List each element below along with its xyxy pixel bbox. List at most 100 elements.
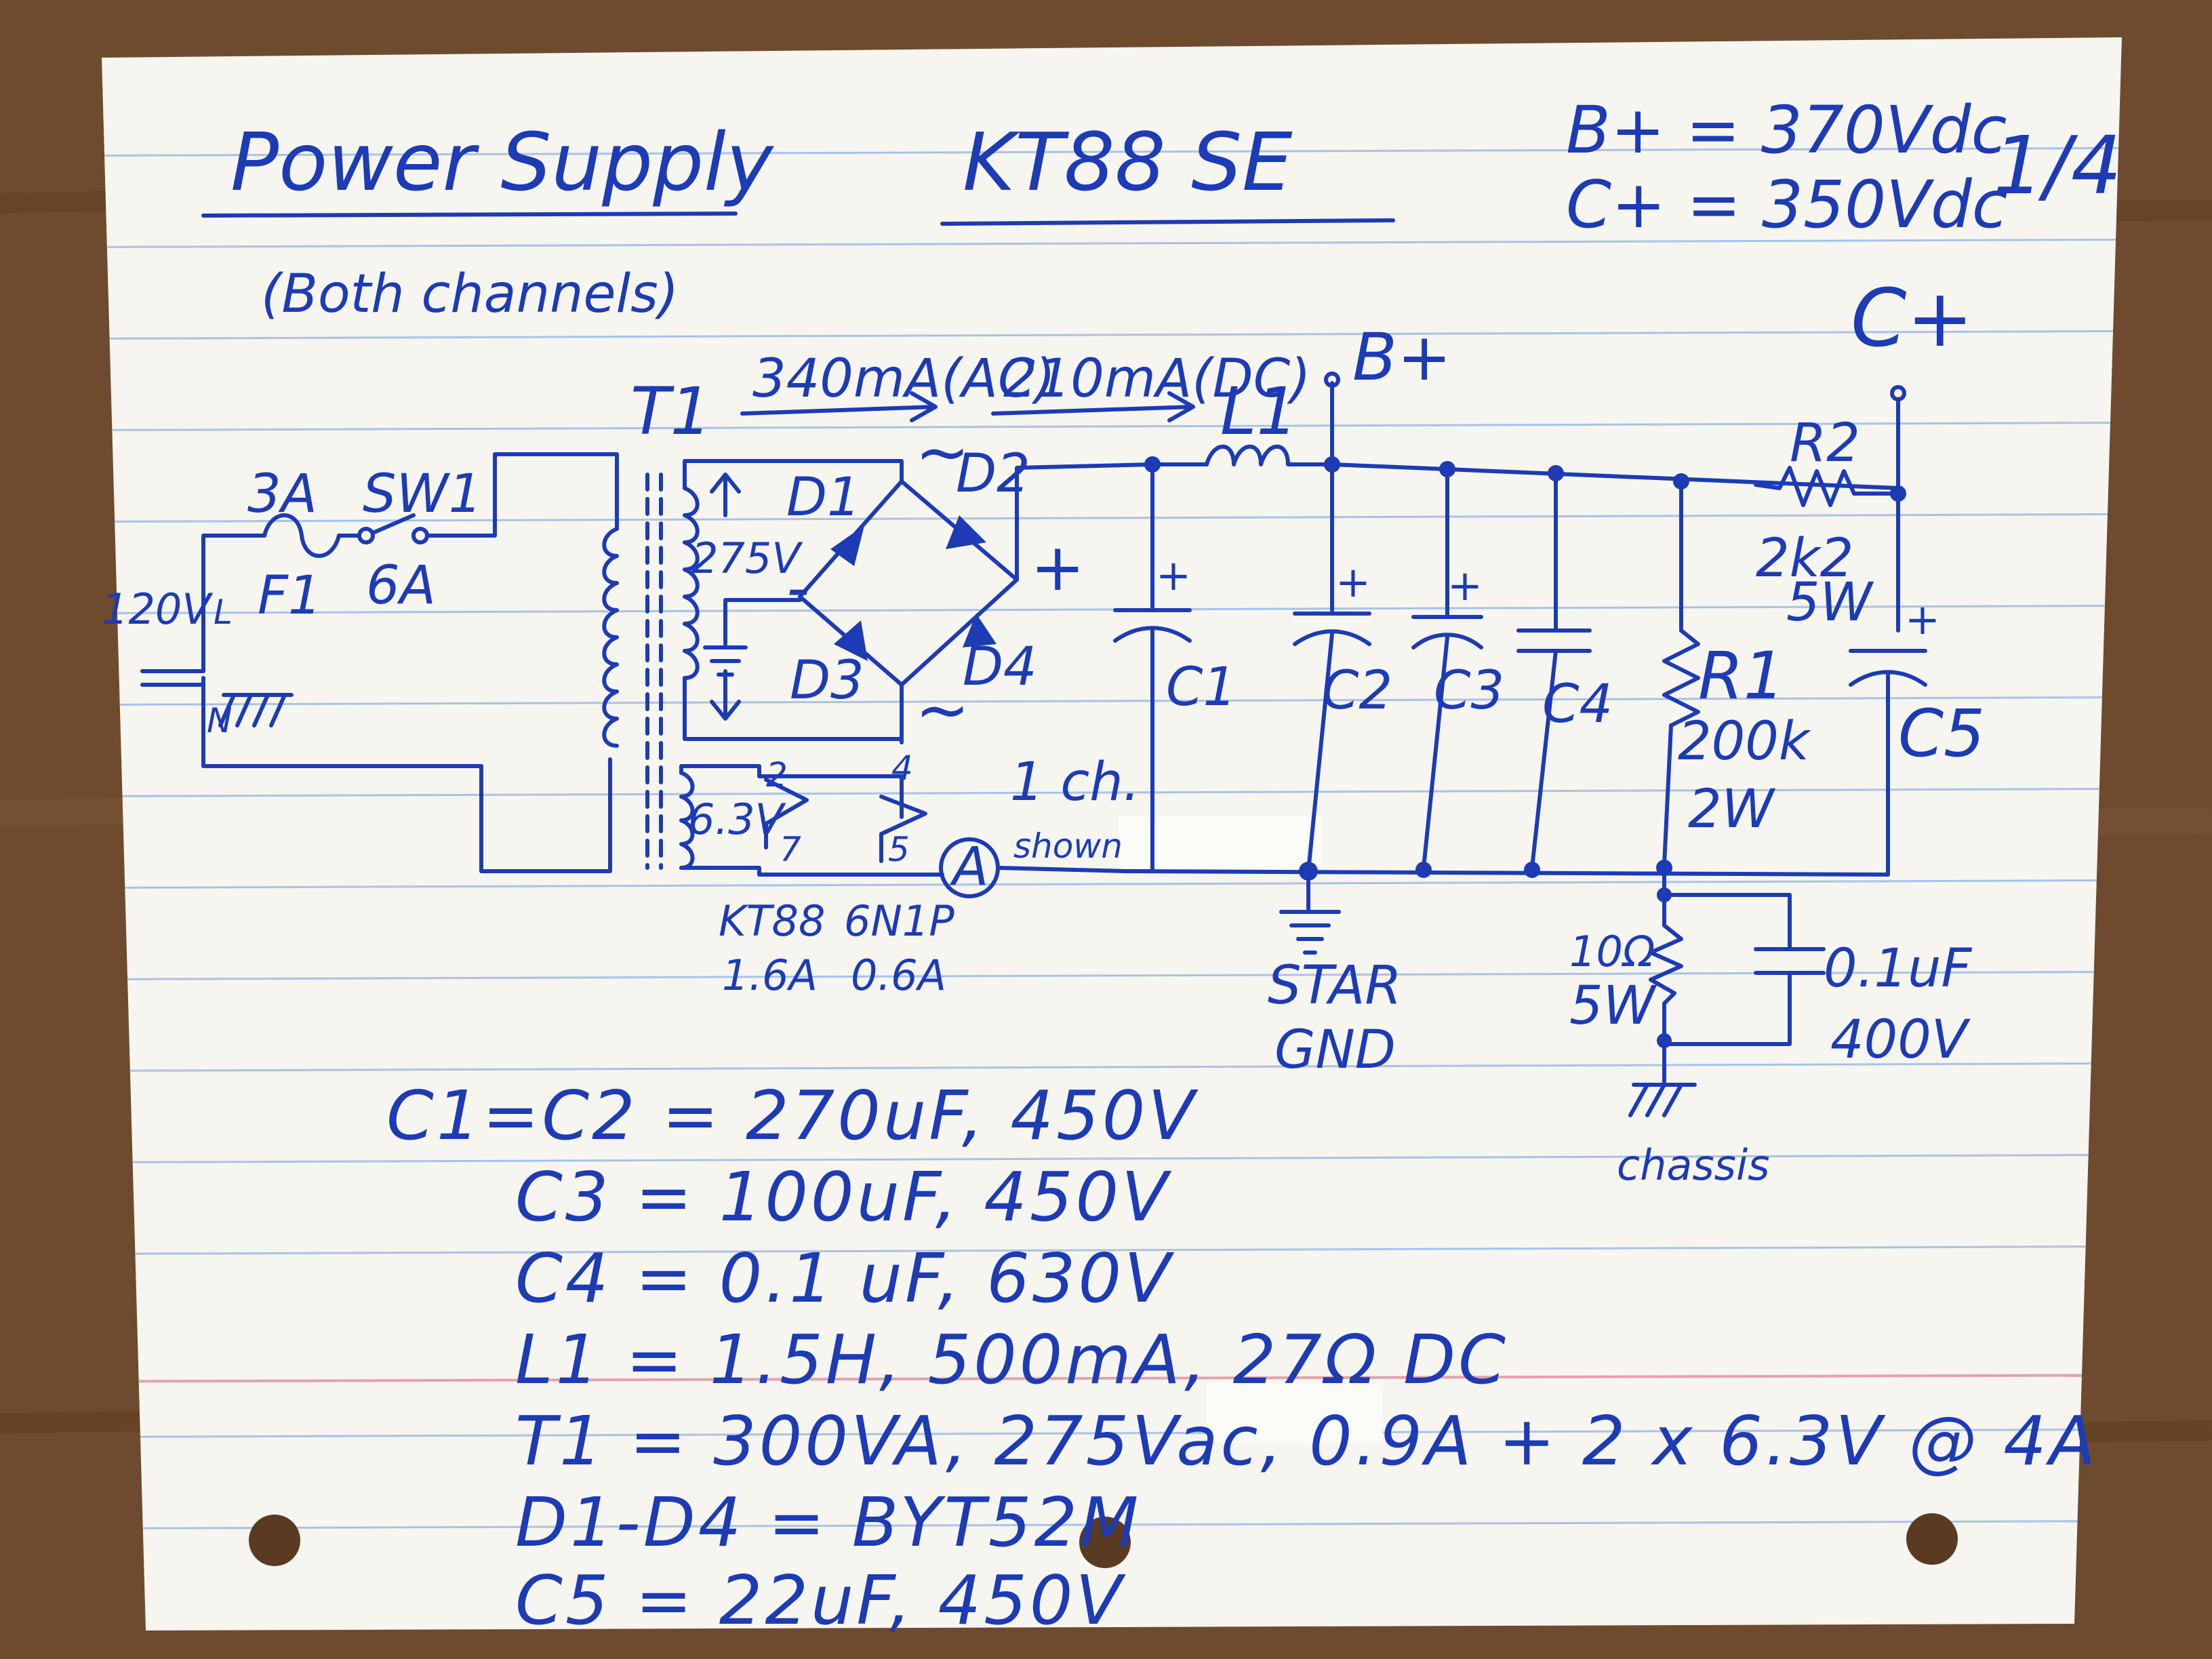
resistor-icon — [1662, 628, 1700, 727]
star-ground-icon — [1279, 869, 1341, 955]
mains-voltage: 120V — [102, 584, 214, 634]
chassis-ground-icon — [1628, 1083, 1697, 1117]
fuse-icon — [242, 513, 348, 558]
capacitor-c1: C1 — [1166, 657, 1236, 718]
tube-pin-5: 5 — [888, 830, 910, 869]
heater-filament-icon — [879, 795, 927, 863]
inductor-icon — [1150, 444, 1334, 466]
resistor-r1: R1 — [1698, 638, 1785, 714]
r1-value: 200k — [1678, 711, 1811, 772]
ground-resistor-power: 5W — [1569, 976, 1657, 1037]
r2-power: 5W — [1786, 572, 1874, 633]
chassis-label: chassis — [1617, 1140, 1770, 1190]
channel-note-line2: shown — [1013, 826, 1123, 866]
capacitor-c4: C4 — [1542, 674, 1613, 735]
ac-current-label: 340mA(AC) — [752, 348, 1055, 409]
diode-icon — [946, 515, 986, 549]
polarity-arrow-icon — [710, 473, 741, 517]
mains-input: 120V L N — [102, 534, 483, 768]
capacitor-c3: C3 — [1434, 660, 1504, 721]
capacitor-c2: C2 — [1322, 660, 1392, 721]
ground-cap-voltage: 400V — [1830, 1010, 1971, 1071]
parts-list-item: D1-D4 = BYT52M — [515, 1483, 1141, 1562]
r2-value: 2k2 — [1756, 528, 1853, 589]
c-plus-voltage: C+ = 350Vdc — [1566, 167, 2008, 243]
hv-secondary-voltage: 275V — [691, 534, 803, 583]
arrow-right-icon — [740, 391, 938, 422]
dc-plus-mark: + — [1030, 529, 1085, 605]
resistor-icon — [1649, 893, 1683, 1043]
heater-winding-icon — [679, 771, 695, 870]
tube-pin-2: 2 — [766, 755, 788, 795]
diode-icon — [963, 614, 997, 647]
cap-plus-mark: + — [1447, 561, 1483, 610]
parts-list-item: C5 = 22uF, 450V — [515, 1561, 1127, 1640]
polarity-arrow-icon — [710, 669, 741, 721]
b-plus-voltage: B+ = 370Vdc — [1566, 92, 2007, 168]
project-title: KT88 SE — [963, 115, 1293, 209]
kt88-current: 1.6A — [722, 951, 818, 1000]
parts-list-item: C3 = 100uF, 450V — [515, 1157, 1172, 1237]
arrow-right-icon — [991, 391, 1195, 422]
dc-minus-mark: - — [786, 550, 810, 626]
cap-plus-mark: + — [1905, 595, 1940, 644]
6n1p-label: 6N1P — [844, 896, 954, 946]
diode-icon — [830, 525, 864, 566]
switch-icon — [344, 513, 483, 544]
ground-resistor-value: 10Ω — [1569, 927, 1655, 976]
switch-rating: 6A — [366, 555, 436, 616]
resistor-icon — [1754, 466, 1900, 507]
bridge-rectifier — [703, 479, 1019, 687]
6n1p-current: 0.6A — [851, 951, 946, 1000]
transformer-core — [645, 473, 663, 870]
paper — [102, 37, 2122, 1631]
ground-symbol-icon — [703, 645, 748, 677]
diode-d4: D4 — [963, 637, 1037, 698]
ground-symbol-icon — [218, 693, 294, 727]
binder-hole — [1906, 1513, 1958, 1565]
page-subtitle: (Both channels) — [261, 264, 679, 325]
tube-pin-7: 7 — [780, 830, 801, 869]
c-plus-node: C+ — [1851, 271, 1973, 365]
ground-cap-value: 0.1uF — [1824, 938, 1972, 999]
dc-current-label: 210mA(DC) — [1003, 348, 1311, 409]
correction-tape — [1119, 817, 1322, 871]
r1-power: 2W — [1688, 779, 1776, 840]
margin-line — [102, 1374, 2122, 1383]
channel-note-line1: 1 ch. — [1010, 752, 1140, 813]
parts-list-item: T1 = 300VA, 275Vac, 0.9A + 2 x 6.3V @ 4A — [515, 1401, 2098, 1481]
diode-d3: D3 — [790, 650, 864, 711]
sheet-number: 1/4 — [1993, 119, 2122, 212]
b-plus-node: B+ — [1352, 319, 1451, 395]
star-gnd-line2: GND — [1274, 1020, 1396, 1081]
ac-terminal-mark: ~ — [915, 672, 969, 748]
parts-list-item: C4 = 0.1 uF, 630V — [515, 1239, 1175, 1318]
resistor-r2: R2 — [1790, 413, 1860, 474]
page-title: Power Supply — [230, 115, 775, 209]
correction-tape — [1207, 1382, 1383, 1443]
parts-list: C1=C2 = 270uF, 450V C3 = 100uF, 450V C4 … — [386, 1076, 2098, 1640]
cap-plus-mark: + — [1156, 551, 1191, 600]
line-label: L — [214, 593, 233, 632]
diode-d1: D1 — [786, 467, 861, 528]
parts-list-item: L1 = 1.5H, 500mA, 27Ω DC — [515, 1320, 1508, 1399]
binder-hole — [1079, 1517, 1131, 1568]
parts-list-item: C1=C2 = 270uF, 450V — [386, 1076, 1199, 1155]
switch-ref: SW1 — [363, 464, 482, 525]
ac-terminal-mark: ~ — [915, 414, 969, 490]
capacitor-c5: C5 — [1898, 696, 1985, 772]
tube-pin-4: 4 — [891, 748, 913, 788]
inductor-l1: L1 — [1220, 374, 1298, 449]
cap-plus-mark: + — [1335, 557, 1371, 607]
transformer-ref: T1 — [630, 374, 712, 449]
diode-icon — [834, 620, 868, 661]
star-gnd-line1: STAR — [1268, 955, 1402, 1016]
hv-secondary-winding-icon — [683, 486, 700, 680]
heater-filament-icon — [764, 778, 809, 850]
ammeter-label: A — [949, 837, 988, 898]
primary-winding-icon — [602, 527, 619, 748]
kt88-label: KT88 — [719, 896, 825, 946]
binder-hole — [249, 1515, 300, 1566]
fuse-ref: F1 — [258, 565, 322, 626]
